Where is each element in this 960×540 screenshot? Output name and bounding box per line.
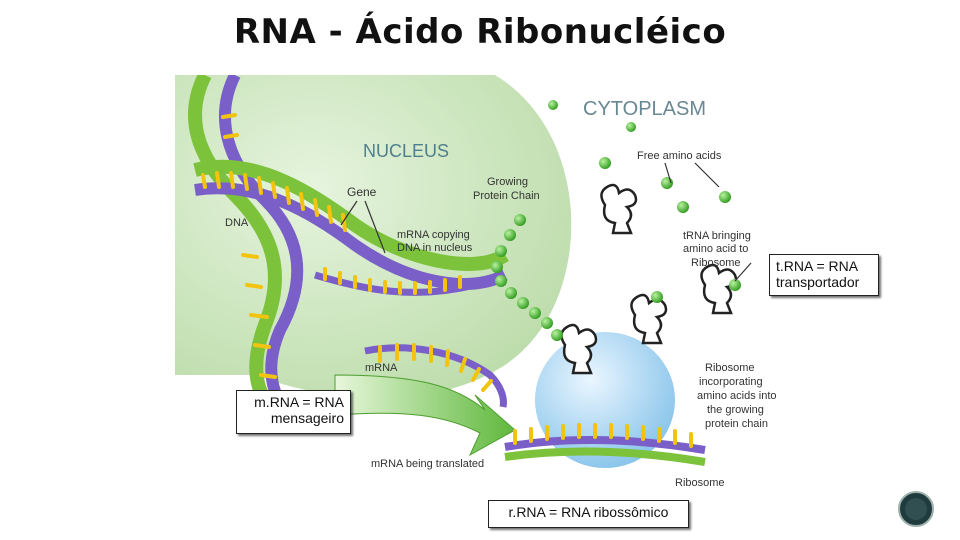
label-ribosome-incorp-1: Ribosome [705,362,755,374]
label-growing-1: Growing [487,176,528,188]
label-mrna: mRNA [365,362,398,374]
callout-trna-line2: transportador [776,274,860,290]
callout-trna-line1: t.RNA = RNA [776,258,859,274]
mrna-copying-strand [313,267,476,296]
label-ribosome: Ribosome [675,477,725,489]
rna-diagram: CYTOPLASM NUCLEUS Free amino acids Growi… [175,75,777,489]
mrna-translated-strand [504,423,706,466]
label-cytoplasm: CYTOPLASM [583,98,706,120]
label-free-amino-acids: Free amino acids [637,150,722,162]
callout-mrna: m.RNA = RNA mensageiro [236,390,351,434]
callout-mrna-line2: mensageiro [270,410,344,426]
label-growing-2: Protein Chain [473,190,540,202]
label-mrna-copying-2: DNA in nucleus [397,242,473,254]
amino-acids [491,100,741,341]
leader-lines [340,162,752,282]
label-gene: Gene [347,185,377,199]
label-ribosome-incorp-4: the growing [707,404,764,416]
label-trna-bringing-3: Ribosome [691,257,741,269]
callout-rrna: r.RNA = RNA ribossômico [488,500,689,528]
label-mrna-copying-1: mRNA copying [397,229,470,241]
label-dna: DNA [225,217,249,229]
trna-molecules [560,183,738,375]
label-ribosome-incorp-5: protein chain [705,418,768,430]
mrna-strand [364,343,507,408]
label-nucleus: NUCLEUS [363,141,449,161]
label-ribosome-incorp-2: incorporating [699,376,763,388]
label-ribosome-incorp-3: amino acids into [697,390,777,402]
callout-mrna-line1: m.RNA = RNA [254,394,344,410]
callout-trna: t.RNA = RNA transportador [769,254,879,296]
circle-nav-icon[interactable] [898,491,934,527]
slide-title: RNA - Ácido Ribonucléico [233,12,727,52]
translation-arrow [334,374,516,457]
label-mrna-translated: mRNA being translated [371,458,484,470]
label-trna-bringing-1: tRNA bringing [683,230,751,242]
ribosome-body [535,332,675,468]
label-trna-bringing-2: amino acid to [683,243,748,255]
